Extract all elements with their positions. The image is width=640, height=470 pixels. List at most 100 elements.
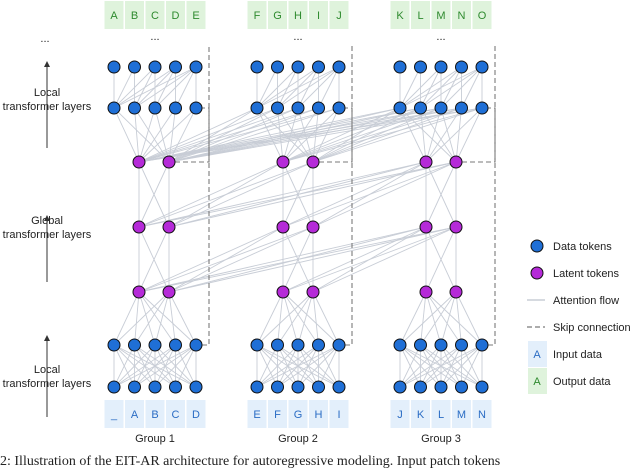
attention-edge-to-latent bbox=[168, 291, 197, 346]
input-token-box bbox=[472, 400, 492, 428]
attention-edge-to-latent bbox=[138, 291, 176, 346]
attention-edge-local-bottom bbox=[113, 344, 135, 388]
data-token bbox=[393, 380, 407, 394]
data-token bbox=[148, 380, 162, 394]
output-token: I bbox=[317, 10, 320, 22]
attention-edge-from-latent bbox=[277, 107, 284, 163]
output-token: F bbox=[254, 10, 261, 22]
output-token: G bbox=[273, 10, 282, 22]
attention-edge-local-top bbox=[134, 66, 156, 109]
attention-edge-from-latent-cross bbox=[138, 107, 258, 163]
data-token bbox=[414, 338, 427, 352]
attention-edge-from-latent-cross bbox=[138, 107, 421, 163]
data-token bbox=[271, 101, 284, 115]
attention-edge-global bbox=[425, 161, 457, 228]
data-token bbox=[189, 338, 203, 352]
attention-edge-local-top bbox=[175, 66, 197, 109]
attention-edge-from-latent bbox=[282, 107, 299, 163]
attention-edge-local-top bbox=[154, 66, 176, 109]
attention-edge-to-latent bbox=[312, 291, 319, 346]
attention-edge-to-latent bbox=[113, 291, 170, 346]
output-token-box bbox=[247, 1, 267, 29]
attention-edge-from-latent bbox=[455, 107, 462, 163]
attention-edge-to-latent bbox=[282, 291, 319, 346]
skip-connection-global bbox=[175, 45, 210, 163]
attention-edge-global-cross bbox=[138, 226, 284, 293]
attention-edge-from-latent bbox=[138, 107, 156, 163]
attention-edge-local-bottom bbox=[399, 344, 421, 388]
input-token-box bbox=[329, 400, 349, 428]
latent-token bbox=[306, 285, 320, 299]
attention-edge-from-latent-cross bbox=[312, 107, 421, 163]
attention-edge-local-bottom bbox=[134, 344, 197, 388]
data-token bbox=[250, 338, 264, 352]
attention-edge-local-bottom bbox=[113, 344, 156, 388]
attention-edge-to-latent bbox=[399, 291, 457, 346]
attention-edge-from-latent bbox=[425, 107, 462, 163]
latent-token bbox=[132, 285, 146, 299]
attention-edge-to-latent bbox=[134, 291, 140, 346]
attention-edge-local-bottom bbox=[256, 344, 340, 388]
attention-edge-local-bottom bbox=[440, 344, 483, 388]
attention-edge-global-cross bbox=[168, 161, 427, 228]
attention-edge-to-latent bbox=[256, 291, 284, 346]
data-token bbox=[128, 60, 141, 74]
attention-edge-to-latent bbox=[282, 291, 340, 346]
attention-edge-to-latent bbox=[425, 291, 442, 346]
output-token: O bbox=[478, 10, 487, 22]
data-token bbox=[250, 380, 264, 394]
legend-latent-label: Latent tokens bbox=[553, 268, 620, 280]
output-token-box bbox=[329, 1, 349, 29]
attention-edge-local-bottom bbox=[297, 344, 340, 388]
attention-edge-local-bottom bbox=[256, 344, 319, 388]
data-token bbox=[455, 380, 468, 394]
attention-edge-from-latent bbox=[256, 107, 314, 163]
attention-edge-from-latent-cross bbox=[138, 107, 340, 163]
legend-data-token-icon bbox=[530, 239, 544, 253]
attention-edge-local-bottom bbox=[277, 344, 340, 388]
output-token-box bbox=[411, 1, 430, 29]
output-token: L bbox=[417, 10, 423, 22]
data-token bbox=[291, 380, 305, 394]
attention-edge-to-latent bbox=[425, 291, 483, 346]
attention-edge-global-cross bbox=[168, 226, 314, 293]
data-token bbox=[107, 338, 121, 352]
data-token bbox=[271, 338, 284, 352]
attention-edge-from-latent bbox=[138, 107, 176, 163]
attention-edge-from-latent-cross bbox=[138, 107, 299, 163]
output-token: E bbox=[192, 10, 199, 22]
input-token: C bbox=[172, 409, 180, 421]
attention-edge-global-cross bbox=[312, 226, 457, 293]
attention-edge-to-latent bbox=[455, 291, 462, 346]
input-token: L bbox=[438, 409, 444, 421]
attention-edge-from-latent bbox=[282, 107, 319, 163]
latent-token bbox=[276, 220, 290, 234]
legend-skip-label: Skip connection bbox=[553, 322, 631, 334]
attention-edge-from-latent bbox=[282, 107, 340, 163]
latent-token bbox=[419, 220, 433, 234]
attention-edge-global-cross bbox=[168, 226, 427, 293]
skip-connection-global bbox=[462, 45, 496, 163]
latent-token bbox=[162, 155, 176, 169]
attention-edge-from-latent bbox=[138, 107, 197, 163]
attention-edge-from-latent bbox=[440, 107, 457, 163]
attention-edge-local-bottom bbox=[256, 344, 299, 388]
data-token bbox=[455, 60, 468, 74]
data-token bbox=[434, 380, 448, 394]
output-token: C bbox=[151, 10, 159, 22]
data-token bbox=[189, 380, 203, 394]
attention-edge-from-latent-cross bbox=[138, 107, 319, 163]
attention-edge-from-latent-cross bbox=[312, 107, 462, 163]
data-token bbox=[332, 60, 346, 74]
input-token: B bbox=[151, 409, 158, 421]
input-token: D bbox=[192, 409, 200, 421]
attention-edge-from-latent bbox=[420, 107, 457, 163]
skip-connection-local bbox=[202, 107, 210, 346]
input-token-box bbox=[145, 400, 165, 428]
data-token bbox=[169, 101, 182, 115]
data-token bbox=[271, 380, 284, 394]
attention-edge-local-top bbox=[399, 66, 421, 109]
attention-edge-from-latent bbox=[134, 107, 140, 163]
attention-edge-from-latent bbox=[399, 107, 457, 163]
latent-token bbox=[449, 285, 463, 299]
